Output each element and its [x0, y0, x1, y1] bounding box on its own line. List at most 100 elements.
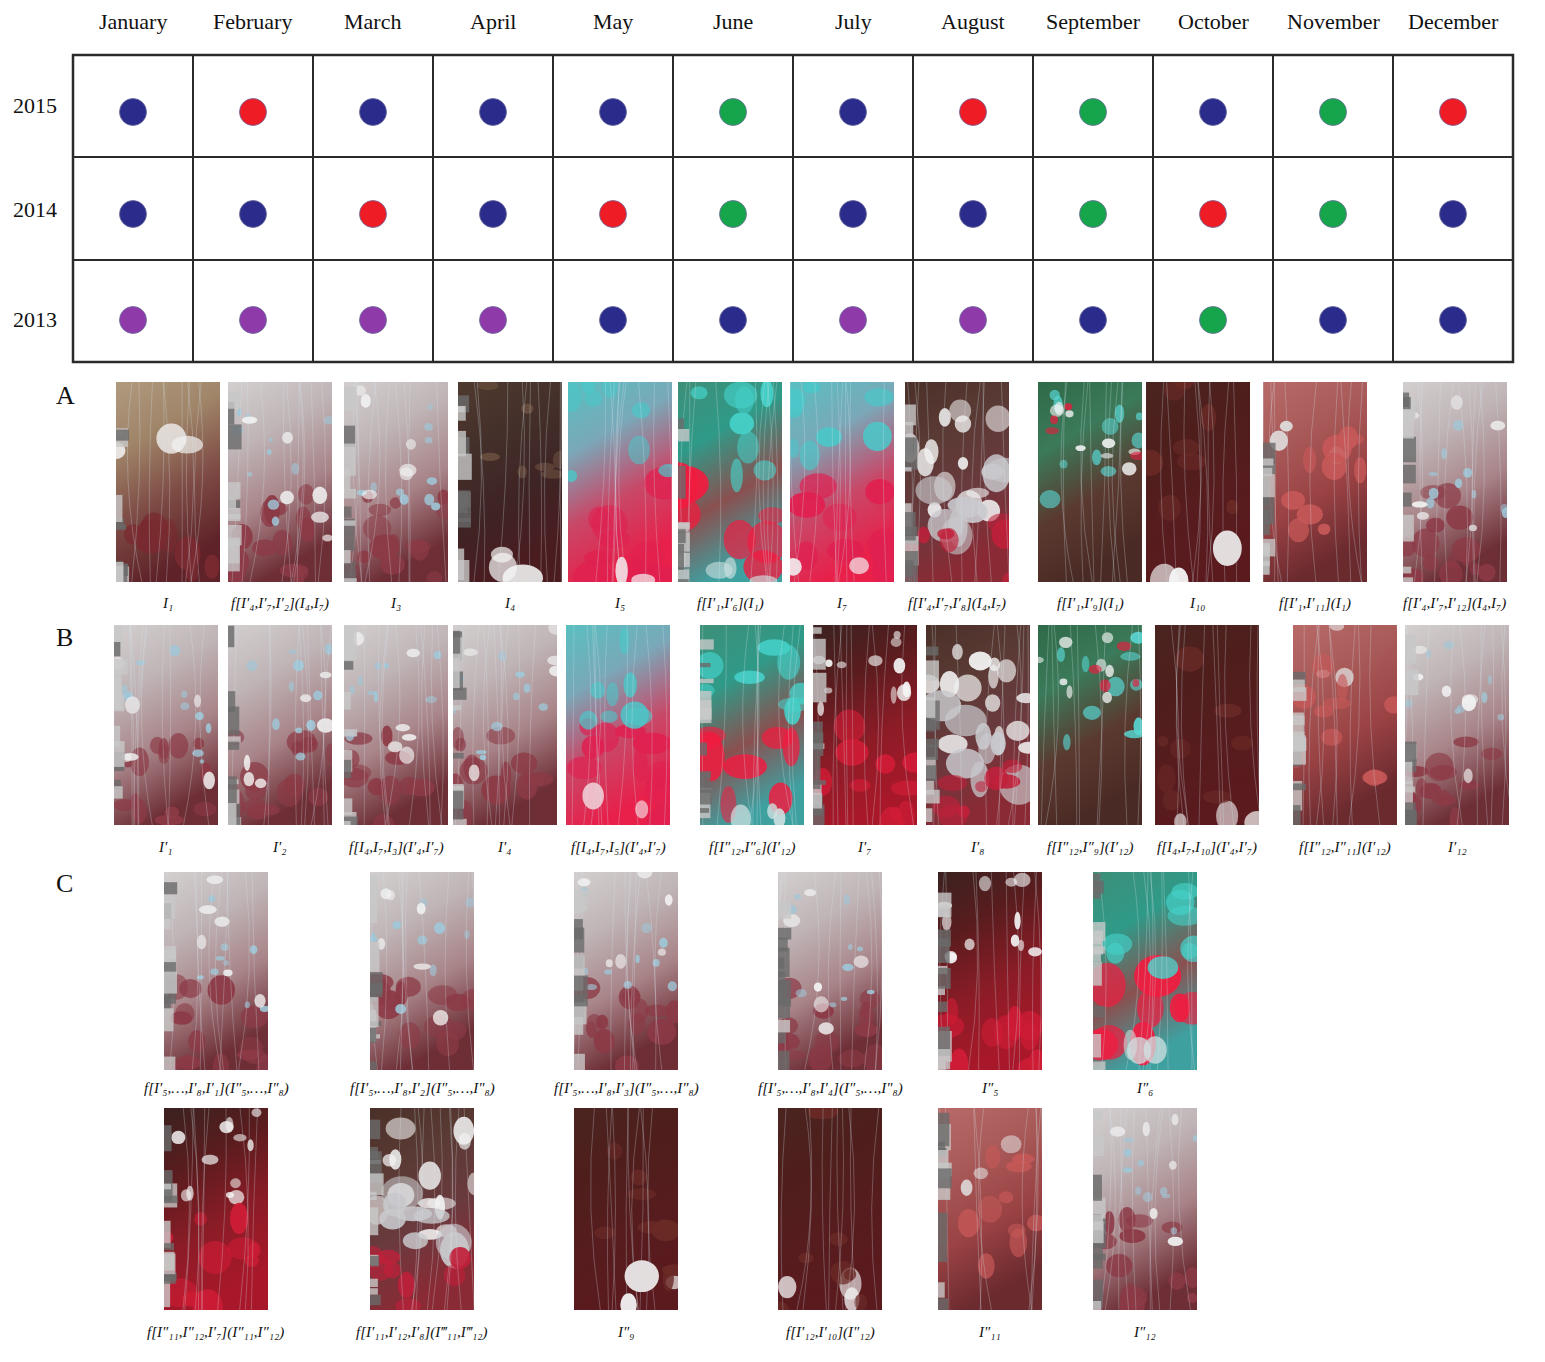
- status-dot: [120, 201, 147, 228]
- month-label: March: [344, 9, 401, 34]
- table-rule: [312, 55, 314, 362]
- table-rule: [552, 55, 554, 362]
- status-dot: [480, 201, 507, 228]
- satellite-image: [1038, 625, 1142, 825]
- status-dot: [1440, 307, 1467, 334]
- satellite-image: [344, 625, 448, 825]
- status-dot: [840, 307, 867, 334]
- satellite-image: [453, 625, 557, 825]
- image-caption: f[I″₁₂,I″₁₁](I′₁₂): [1299, 839, 1391, 856]
- image-caption: I″₅: [982, 1080, 998, 1097]
- panel-letter: B: [56, 623, 73, 653]
- image-caption: f[I″₁₂,I″₆](I′₁₂): [709, 839, 795, 856]
- month-label: November: [1287, 9, 1380, 34]
- status-dot: [120, 307, 147, 334]
- satellite-image: [678, 382, 782, 582]
- image-caption: f[I₄,I₇,I₃](I′₄,I′₇): [349, 839, 444, 856]
- status-dot: [720, 307, 747, 334]
- status-dot: [1320, 99, 1347, 126]
- month-label: September: [1046, 9, 1140, 34]
- status-dot: [600, 307, 627, 334]
- satellite-image: [164, 1108, 268, 1310]
- month-label: February: [213, 9, 292, 34]
- panel-letter: C: [56, 869, 73, 899]
- month-label: June: [713, 9, 753, 34]
- status-dot: [960, 99, 987, 126]
- image-caption: f[I′₅,…,I′₈,I′₂](I″₅,…,I″₈): [350, 1080, 495, 1097]
- image-caption: f[I′₄,I′₇,I′₂](I₄,I₇): [231, 595, 329, 612]
- image-caption: f[I′₁₂,I′₁₀](I″₁₂): [786, 1324, 875, 1341]
- image-caption: f[I′₅,…,I′₈,I′₄](I″₅,…,I″₈): [758, 1080, 903, 1097]
- table-rule: [1272, 55, 1274, 362]
- status-dot: [360, 201, 387, 228]
- status-dot: [480, 99, 507, 126]
- satellite-image: [574, 872, 678, 1070]
- month-label: October: [1178, 9, 1249, 34]
- image-caption: I′₂: [273, 839, 287, 856]
- satellite-image: [926, 625, 1030, 825]
- month-label: August: [941, 9, 1005, 34]
- image-caption: I″₉: [618, 1324, 634, 1341]
- status-dot: [240, 99, 267, 126]
- month-label: January: [99, 9, 167, 34]
- satellite-image: [458, 382, 562, 582]
- image-caption: f[I″₁₁,I″₁₂,I′₇](I″₁₁,I″₁₂): [147, 1324, 284, 1341]
- table-rule: [1392, 55, 1394, 362]
- month-label: May: [593, 9, 633, 34]
- satellite-image: [1405, 625, 1509, 825]
- status-dot: [720, 99, 747, 126]
- satellite-image: [566, 625, 670, 825]
- satellite-image: [1093, 1108, 1197, 1310]
- image-caption: f[I′₁,I′₉](I₁): [1057, 595, 1124, 612]
- table-rule: [432, 55, 434, 362]
- image-caption: f[I₄,I₇,I₅](I′₄,I′₇): [571, 839, 666, 856]
- image-caption: f[I′₁₁,I′₁₂,I′₈](I‴₁₁,I‴₁₂): [356, 1324, 487, 1341]
- table-rule: [1152, 55, 1154, 362]
- satellite-image: [574, 1108, 678, 1310]
- status-dot: [480, 307, 507, 334]
- satellite-image: [370, 1108, 474, 1310]
- satellite-image: [905, 382, 1009, 582]
- satellite-image: [228, 625, 332, 825]
- image-caption: I′₇: [858, 839, 872, 856]
- satellite-image: [813, 625, 917, 825]
- image-caption: I₁₀: [1190, 595, 1205, 612]
- status-dot: [1440, 201, 1467, 228]
- image-caption: I₃: [391, 595, 401, 612]
- status-dot: [240, 307, 267, 334]
- satellite-image: [778, 872, 882, 1070]
- table-rule: [672, 55, 674, 362]
- table-border: [73, 55, 1513, 362]
- image-caption: I′₁: [159, 839, 173, 856]
- satellite-image: [568, 382, 672, 582]
- image-caption: I″₁₁: [979, 1324, 1001, 1341]
- status-dot: [240, 201, 267, 228]
- table-rule: [912, 55, 914, 362]
- status-dot: [600, 99, 627, 126]
- table-rule: [792, 55, 794, 362]
- status-dot: [960, 307, 987, 334]
- satellite-image: [700, 625, 804, 825]
- image-caption: I₄: [505, 595, 515, 612]
- satellite-image: [778, 1108, 882, 1310]
- status-dot: [600, 201, 627, 228]
- satellite-image: [790, 382, 894, 582]
- status-dot: [1320, 307, 1347, 334]
- image-caption: f[I′₁,I′₆](I₁): [697, 595, 764, 612]
- status-dot: [1320, 201, 1347, 228]
- image-caption: f[I′₅,…,I′₈,I′₁](I″₅,…,I″₈): [144, 1080, 289, 1097]
- image-caption: I′₄: [498, 839, 512, 856]
- status-dot: [1440, 99, 1467, 126]
- image-caption: I″₆: [1137, 1080, 1153, 1097]
- satellite-image: [1038, 382, 1142, 582]
- image-caption: I′₁₂: [1448, 839, 1467, 856]
- image-caption: I₅: [615, 595, 625, 612]
- satellite-image: [116, 382, 220, 582]
- satellite-image: [1155, 625, 1259, 825]
- satellite-image: [370, 872, 474, 1070]
- status-dot: [1200, 99, 1227, 126]
- status-dot: [1080, 201, 1107, 228]
- table-rule: [73, 156, 1513, 158]
